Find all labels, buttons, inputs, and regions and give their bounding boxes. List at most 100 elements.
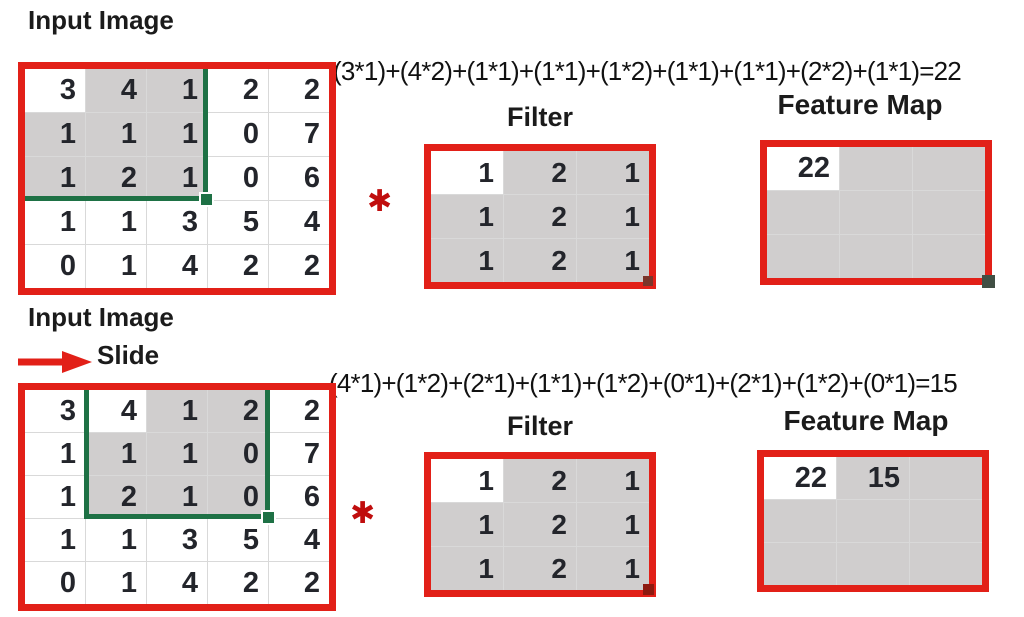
grid-cell: 1 bbox=[577, 195, 649, 238]
grid-cell: 1 bbox=[25, 113, 85, 156]
convolution-asterisk-icon: ✱ bbox=[367, 185, 393, 218]
grid-cell: 1 bbox=[431, 195, 503, 238]
selection-border-right bbox=[203, 69, 208, 200]
grid-cell: 5 bbox=[208, 519, 268, 561]
grid-cell bbox=[840, 235, 912, 278]
grid-cell: 4 bbox=[86, 390, 146, 432]
grid-cell bbox=[767, 191, 839, 234]
grid-cell: 3 bbox=[25, 390, 85, 432]
grid-cell: 3 bbox=[25, 69, 85, 112]
grid-cell: 1 bbox=[25, 519, 85, 561]
grid-cell: 7 bbox=[269, 113, 329, 156]
grid-cell: 4 bbox=[147, 245, 207, 288]
grid-cell bbox=[913, 191, 985, 234]
shape-handle-artifact bbox=[643, 276, 653, 286]
selection-border-right bbox=[265, 390, 270, 518]
grid-cell: 2 bbox=[269, 390, 329, 432]
grid-cell bbox=[764, 543, 836, 585]
grid-cell: 22 bbox=[764, 457, 836, 499]
grid-cell: 2 bbox=[86, 476, 146, 518]
grid-cell: 1 bbox=[577, 503, 649, 546]
grid-cell: 1 bbox=[147, 390, 207, 432]
grid-cell: 0 bbox=[25, 245, 85, 288]
grid-cell: 1 bbox=[577, 547, 649, 590]
grid-cell: 22 bbox=[767, 147, 839, 190]
grid-cell bbox=[837, 500, 909, 542]
grid-cell: 3 bbox=[147, 519, 207, 561]
grid-cell: 1 bbox=[86, 519, 146, 561]
grid-cell bbox=[840, 147, 912, 190]
grid-cell: 6 bbox=[269, 476, 329, 518]
grid-cell: 2 bbox=[269, 245, 329, 288]
grid-cell: 2 bbox=[208, 562, 268, 604]
convolution-asterisk-icon: ✱ bbox=[350, 497, 376, 530]
grid-cell bbox=[767, 235, 839, 278]
convolution-formula-top: (3*1)+(4*2)+(1*1)+(1*1)+(1*2)+(1*1)+(1*1… bbox=[333, 56, 962, 86]
grid-cell: 1 bbox=[431, 459, 503, 502]
grid-cell bbox=[910, 543, 982, 585]
selection-border-bottom bbox=[25, 196, 208, 201]
grid-cell: 1 bbox=[577, 151, 649, 194]
grid-cell: 2 bbox=[269, 562, 329, 604]
shape-handle-artifact bbox=[982, 275, 995, 288]
input-image-label-top: Input Image bbox=[28, 5, 174, 35]
grid-cell: 1 bbox=[431, 547, 503, 590]
grid-cell: 4 bbox=[269, 201, 329, 244]
grid-cell: 1 bbox=[25, 157, 85, 200]
feature-map-grid-top: 22 bbox=[760, 140, 995, 288]
grid-cell: 3 bbox=[147, 201, 207, 244]
selection-fill-handle bbox=[199, 192, 214, 207]
grid-cell bbox=[913, 147, 985, 190]
grid-cell: 2 bbox=[504, 459, 576, 502]
grid-cell: 15 bbox=[837, 457, 909, 499]
grid-cell: 1 bbox=[86, 201, 146, 244]
grid-cell: 6 bbox=[269, 157, 329, 200]
grid-cell: 1 bbox=[25, 201, 85, 244]
feature-map-label-top: Feature Map bbox=[777, 89, 943, 120]
grid-cell: 1 bbox=[147, 113, 207, 156]
grid-cell: 5 bbox=[208, 201, 268, 244]
grid-cell: 1 bbox=[147, 157, 207, 200]
grid-cell: 1 bbox=[147, 433, 207, 475]
grid-cell: 1 bbox=[86, 245, 146, 288]
filter-label-top: Filter bbox=[506, 102, 574, 132]
grid-cell: 0 bbox=[208, 157, 268, 200]
grid-cell: 0 bbox=[208, 113, 268, 156]
grid-cell: 1 bbox=[577, 239, 649, 282]
grid-cell: 1 bbox=[25, 433, 85, 475]
grid-cell bbox=[764, 500, 836, 542]
grid-cell: 0 bbox=[208, 433, 268, 475]
grid-cell: 2 bbox=[504, 547, 576, 590]
grid-cell: 4 bbox=[269, 519, 329, 561]
grid-cell: 2 bbox=[208, 245, 268, 288]
grid-cell: 1 bbox=[86, 113, 146, 156]
feature-map-label-bottom: Feature Map bbox=[783, 405, 949, 436]
grid-cell: 2 bbox=[504, 239, 576, 282]
grid-cell: 2 bbox=[504, 195, 576, 238]
selection-border-left bbox=[84, 390, 89, 518]
grid-cell: 1 bbox=[86, 433, 146, 475]
grid-cell bbox=[910, 457, 982, 499]
grid-cell: 2 bbox=[504, 503, 576, 546]
convolution-formula-bottom: (4*1)+(1*2)+(2*1)+(1*1)+(1*2)+(0*1)+(2*1… bbox=[329, 368, 958, 398]
grid-cell: 7 bbox=[269, 433, 329, 475]
slide-arrow-icon bbox=[18, 351, 92, 373]
grid-cell: 1 bbox=[147, 476, 207, 518]
selection-fill-handle bbox=[261, 510, 276, 525]
filter-label-bottom: Filter bbox=[506, 411, 574, 441]
grid-cell: 2 bbox=[208, 390, 268, 432]
grid-cell: 4 bbox=[147, 562, 207, 604]
grid-cell: 2 bbox=[86, 157, 146, 200]
shape-handle-artifact bbox=[643, 584, 654, 595]
grid-cell bbox=[837, 543, 909, 585]
grid-cell: 0 bbox=[25, 562, 85, 604]
